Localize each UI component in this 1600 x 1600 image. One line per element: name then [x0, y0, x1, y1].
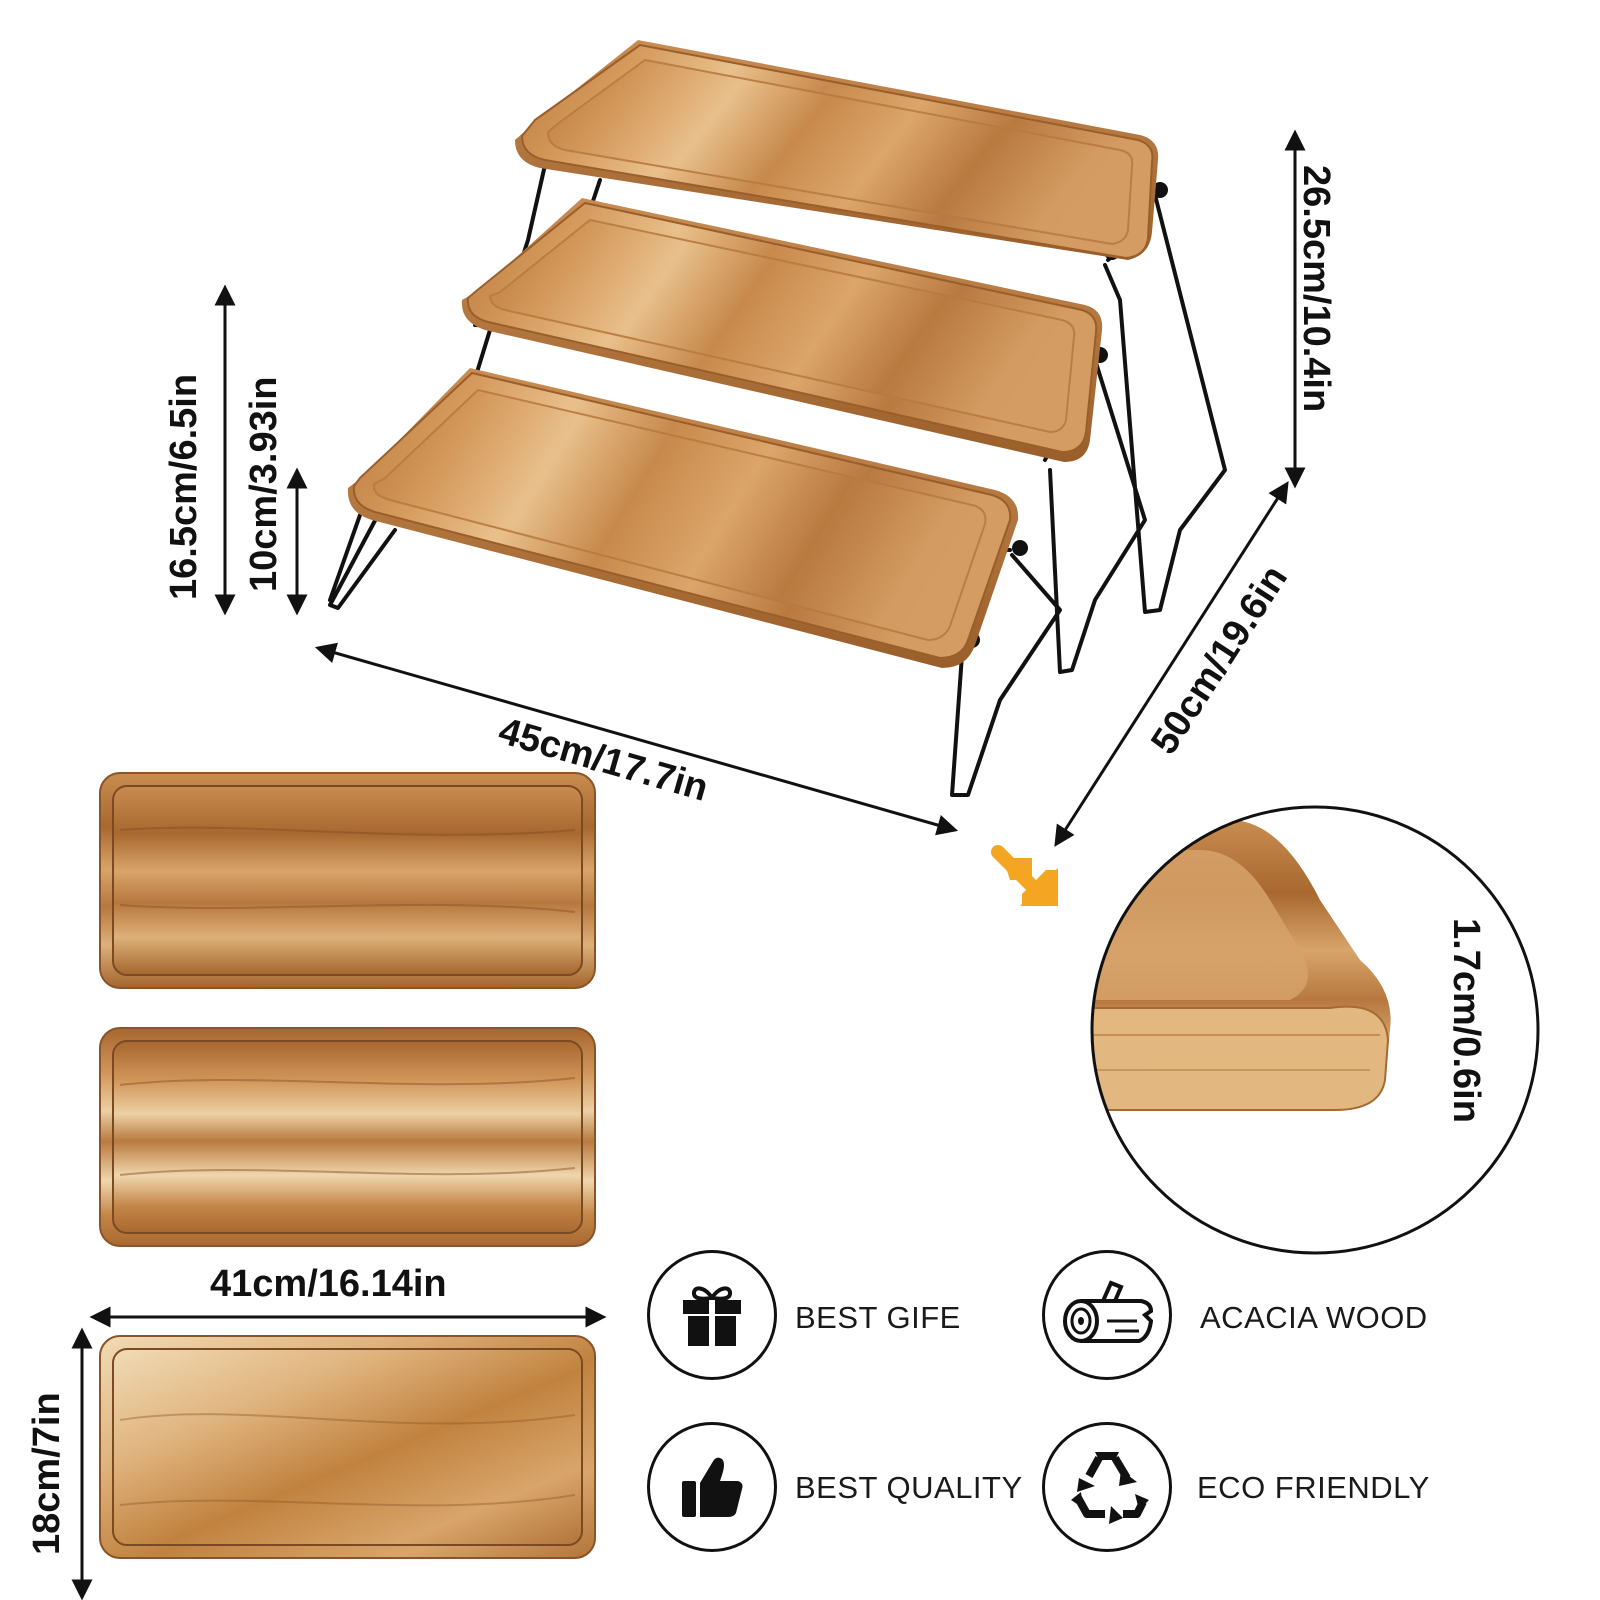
feature-label-eco-friendly: ECO FRIENDLY — [1197, 1470, 1430, 1505]
feature-label-best-quality: BEST QUALITY — [795, 1470, 1023, 1505]
rim-height-label: 1.7cm/0.6in — [1445, 918, 1487, 1123]
feature-label-acacia-wood: ACACIA WOOD — [1200, 1300, 1428, 1335]
pointer-arrow — [991, 845, 1058, 906]
eco-friendly-badge — [1042, 1422, 1172, 1552]
gift-icon — [683, 1286, 741, 1346]
recycle-icon — [1071, 1452, 1149, 1524]
gift-badge — [647, 1250, 777, 1380]
tray-width-label: 18cm/7in — [26, 1392, 68, 1555]
middle-tier-height-label: 16.5cm/6.5in — [163, 373, 205, 600]
flat-tray-3 — [99, 1335, 596, 1559]
wood-log-icon — [1063, 1280, 1154, 1343]
flat-tray-2 — [99, 1027, 596, 1247]
total-height-label: 26.5cm/10.4in — [1295, 165, 1337, 413]
tray-length-label: 41cm/16.14in — [210, 1263, 447, 1305]
bottom-tier-tray — [347, 368, 1019, 668]
acacia-wood-badge — [1042, 1250, 1172, 1380]
top-tier-tray — [515, 40, 1159, 260]
flat-tray-1 — [99, 772, 596, 989]
best-quality-badge — [647, 1422, 777, 1552]
corner-zoom-detail — [1090, 805, 1540, 1255]
middle-tier-tray — [461, 198, 1103, 462]
thumbs-up-icon — [682, 1457, 743, 1517]
feature-label-best-gift: BEST GIFE — [795, 1300, 961, 1335]
bottom-tier-height-label: 10cm/3.93in — [243, 376, 285, 592]
